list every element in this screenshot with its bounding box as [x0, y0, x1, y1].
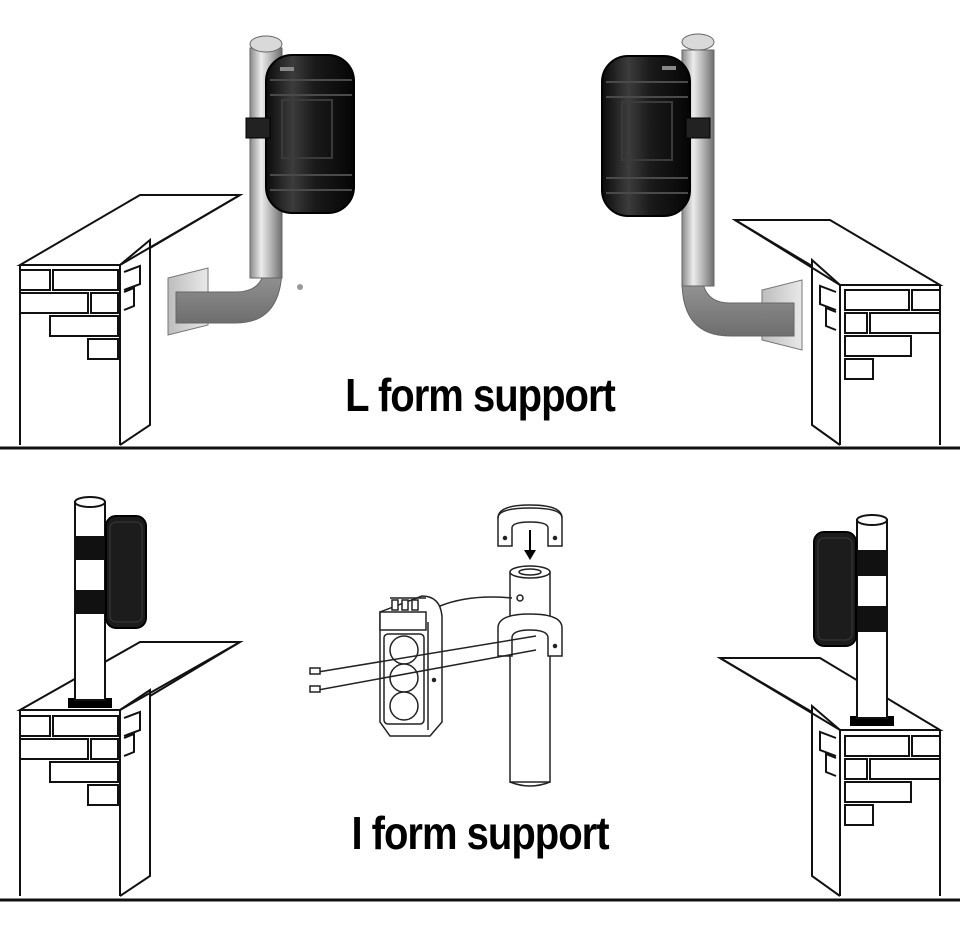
l-bracket-right — [682, 34, 802, 350]
sensor-body-outline — [380, 596, 442, 736]
beam-sensor-bottom-right — [814, 532, 856, 646]
beam-sensor-bottom-left — [106, 516, 146, 628]
sensor-cable — [440, 597, 512, 606]
arrow-down-icon — [524, 530, 536, 560]
i-form-caption: I form support — [0, 809, 960, 861]
mounting-pole — [510, 566, 550, 786]
l-form-caption: L form support — [0, 371, 960, 423]
installation-exploded-view — [310, 505, 562, 786]
